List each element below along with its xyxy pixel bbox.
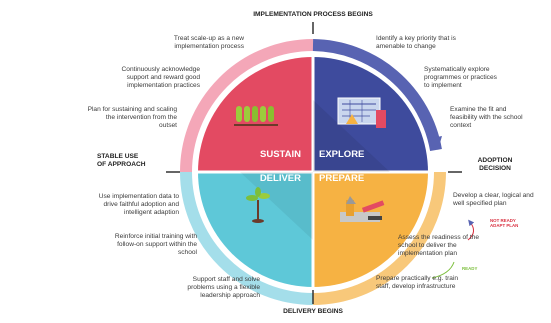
stable-use-line-2: OF APPROACH (97, 161, 146, 168)
not-ready-arrow (467, 219, 475, 241)
tools-icon (340, 196, 385, 222)
note-specified-plan: Develop a clear, logical and well specif… (453, 192, 534, 207)
ready-arrow (431, 261, 455, 279)
explore-title: EXPLORE (319, 149, 364, 160)
tree-row-icon (234, 106, 278, 126)
note-implementation-data: Use implementation data to drive faithfu… (98, 193, 179, 216)
adapt-plan-text: ADAPT PLAN (490, 223, 519, 228)
note-fit-feasibility: Examine the fit and feasibility with the… (450, 106, 523, 129)
quadrant-prepare (313, 172, 428, 287)
note-acknowledge: Continuously acknowledge support and rew… (121, 66, 200, 89)
ring-prepare (312, 171, 446, 305)
stable-use-label: STABLE USE OF APPROACH (97, 153, 157, 169)
ring-deliver (180, 171, 314, 305)
quadrant-deliver (198, 172, 313, 287)
adoption-decision-label: ADOPTION DECISION (470, 157, 520, 173)
stable-use-line-1: STABLE USE (97, 153, 139, 160)
ring-arrow-explore (432, 136, 442, 150)
note-key-priority: Identify a key priority that is amenable… (376, 35, 456, 50)
note-support-staff: Support staff and solve problems using a… (187, 276, 260, 299)
note-reinforce: Reinforce initial training with follow-o… (114, 233, 197, 256)
adoption-line-2: DECISION (479, 165, 511, 172)
process-begins-label: IMPLEMENTATION PROCESS BEGINS (253, 11, 373, 18)
seedling-icon (246, 187, 270, 223)
adoption-line-1: ADOPTION (477, 157, 513, 164)
ready-flag: READY (462, 266, 478, 271)
not-ready-flag: NOT READY ADAPT PLAN (490, 218, 518, 228)
delivery-begins-label: DELIVERY BEGINS (283, 308, 343, 315)
note-scale-up: Treat scale-up as a new implementation p… (173, 35, 244, 50)
prepare-title: PREPARE (319, 173, 364, 184)
deliver-title: DELIVER (260, 173, 301, 184)
ring-sustain (180, 39, 314, 173)
note-explore-programmes: Systematically explore programmes or pra… (424, 66, 497, 89)
sustain-title: SUSTAIN (260, 149, 301, 160)
ring-explore (312, 39, 442, 152)
note-prepare-practically: Prepare practically e.g. train staff, de… (376, 275, 459, 290)
note-assess-readiness: Assess the readiness of the school to de… (398, 234, 480, 257)
note-plan-sustaining: Plan for sustaining and scaling the inte… (87, 106, 177, 129)
blueprint-icon (337, 97, 386, 128)
not-ready-text: NOT READY (490, 218, 516, 223)
